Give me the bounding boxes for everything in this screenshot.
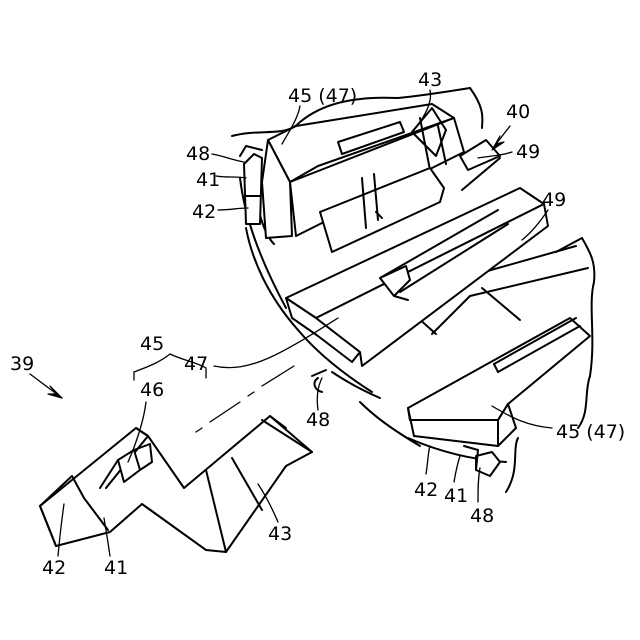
label-48-left: 48 <box>186 143 210 165</box>
label-41-bottom: 41 <box>444 485 468 507</box>
label-39: 39 <box>10 353 34 375</box>
label-42-part: 42 <box>42 557 66 579</box>
arrow-40 <box>492 126 510 150</box>
label-45: 45 <box>140 333 164 355</box>
label-41-left: 41 <box>196 169 220 191</box>
label-48-mid: 48 <box>306 409 330 431</box>
label-43-top: 43 <box>418 69 442 91</box>
label-45-47-right: 45 (47) <box>556 421 625 443</box>
label-42-bottom: 42 <box>414 479 438 501</box>
arrow-39 <box>30 374 62 398</box>
label-43-part: 43 <box>268 523 292 545</box>
label-45-47-top: 45 (47) <box>288 85 357 107</box>
label-40: 40 <box>506 101 530 123</box>
label-48-bottom: 48 <box>470 505 494 527</box>
label-46: 46 <box>140 379 164 401</box>
label-41-part: 41 <box>104 557 128 579</box>
label-49-upper: 49 <box>516 141 540 163</box>
label-47: 47 <box>184 353 208 375</box>
label-49-lower: 49 <box>542 189 566 211</box>
label-42-left: 42 <box>192 201 216 223</box>
